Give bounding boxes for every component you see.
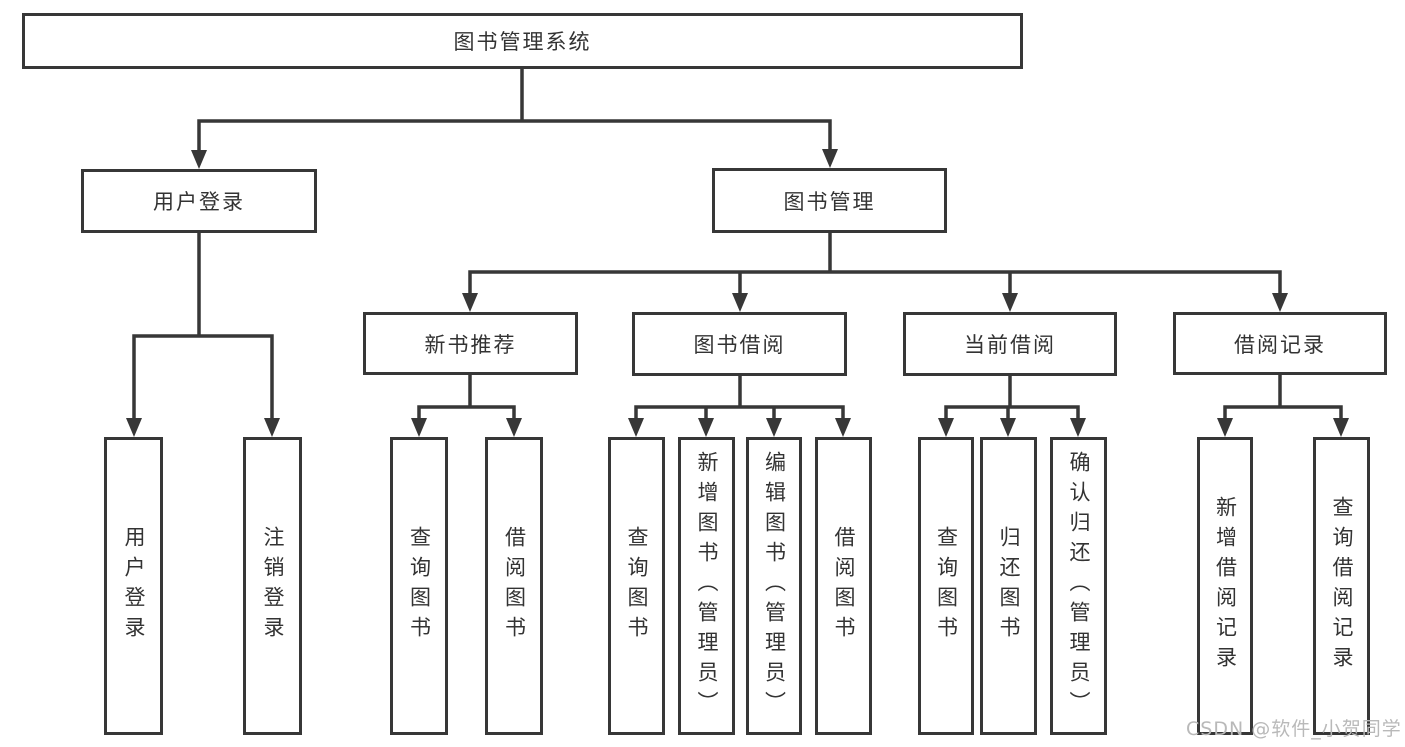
leaf-br-query-borrow-record-label: 查询借阅记录 (1330, 496, 1354, 676)
node-user-login-label: 用户登录 (153, 190, 245, 214)
connector-root-to-level2 (197, 64, 832, 154)
connector-book-borrow-to-leaves (634, 374, 845, 422)
node-borrow-records: 借阅记录 (1173, 312, 1387, 375)
connector-book-mgmt-to-level3 (468, 231, 1282, 297)
connector-user-login-to-leaves (132, 230, 274, 422)
node-current-borrow-label: 当前借阅 (964, 333, 1056, 357)
connector-new-book-to-leaves (417, 373, 516, 422)
node-borrow-records-label: 借阅记录 (1234, 332, 1326, 357)
leaf-cb-query-books-label: 查询图书 (934, 526, 959, 646)
leaf-user-login: 用户登录 (104, 437, 163, 735)
leaf-logout-label: 注销登录 (261, 526, 285, 646)
connector-borrow-rec-to-leaves (1223, 373, 1343, 422)
leaf-logout: 注销登录 (243, 437, 302, 735)
leaf-cb-confirm-return-admin: 确认归还（管理员） (1050, 437, 1107, 735)
node-book-borrow: 图书借阅 (632, 312, 847, 376)
node-current-borrow: 当前借阅 (903, 312, 1117, 376)
leaf-br-add-borrow-record: 新增借阅记录 (1197, 437, 1253, 735)
node-book-mgmt: 图书管理 (712, 168, 947, 233)
leaf-br-query-borrow-record: 查询借阅记录 (1313, 437, 1370, 735)
leaf-bb-add-books-admin: 新增图书（管理员） (678, 437, 735, 735)
leaf-nb-query-books-label: 查询图书 (407, 526, 432, 646)
leaf-br-add-borrow-record-label: 新增借阅记录 (1213, 496, 1238, 676)
leaf-cb-return-books-label: 归还图书 (997, 526, 1021, 646)
node-user-login: 用户登录 (81, 169, 317, 233)
leaf-bb-edit-books-admin: 编辑图书（管理员） (746, 437, 802, 735)
leaf-bb-query-books-label: 查询图书 (625, 526, 649, 646)
leaf-bb-edit-books-admin-label: 编辑图书（管理员） (762, 451, 787, 721)
leaf-nb-borrow-books: 借阅图书 (485, 437, 543, 735)
node-book-mgmt-label: 图书管理 (783, 189, 876, 214)
node-root-label: 图书管理系统 (453, 30, 592, 54)
leaf-user-login-label: 用户登录 (122, 526, 146, 646)
connector-cur-borrow-to-leaves (944, 374, 1080, 422)
leaf-bb-query-books: 查询图书 (608, 437, 665, 735)
csdn-watermark: CSDN @软件_小贺同学 (1186, 718, 1402, 740)
leaf-bb-borrow-books-label: 借阅图书 (832, 526, 856, 646)
node-root: 图书管理系统 (22, 13, 1023, 69)
leaf-bb-add-books-admin-label: 新增图书（管理员） (695, 451, 719, 721)
leaf-cb-return-books: 归还图书 (980, 437, 1037, 735)
node-new-book-recommend-label: 新书推荐 (424, 332, 517, 357)
node-book-borrow-label: 图书借阅 (693, 333, 786, 357)
arrowheads (126, 149, 1349, 437)
leaf-cb-confirm-return-admin-label: 确认归还（管理员） (1067, 451, 1091, 721)
node-new-book-recommend: 新书推荐 (363, 312, 578, 375)
leaf-cb-query-books: 查询图书 (918, 437, 974, 735)
leaf-nb-query-books: 查询图书 (390, 437, 448, 735)
leaf-bb-borrow-books: 借阅图书 (815, 437, 872, 735)
leaf-nb-borrow-books-label: 借阅图书 (502, 526, 527, 646)
